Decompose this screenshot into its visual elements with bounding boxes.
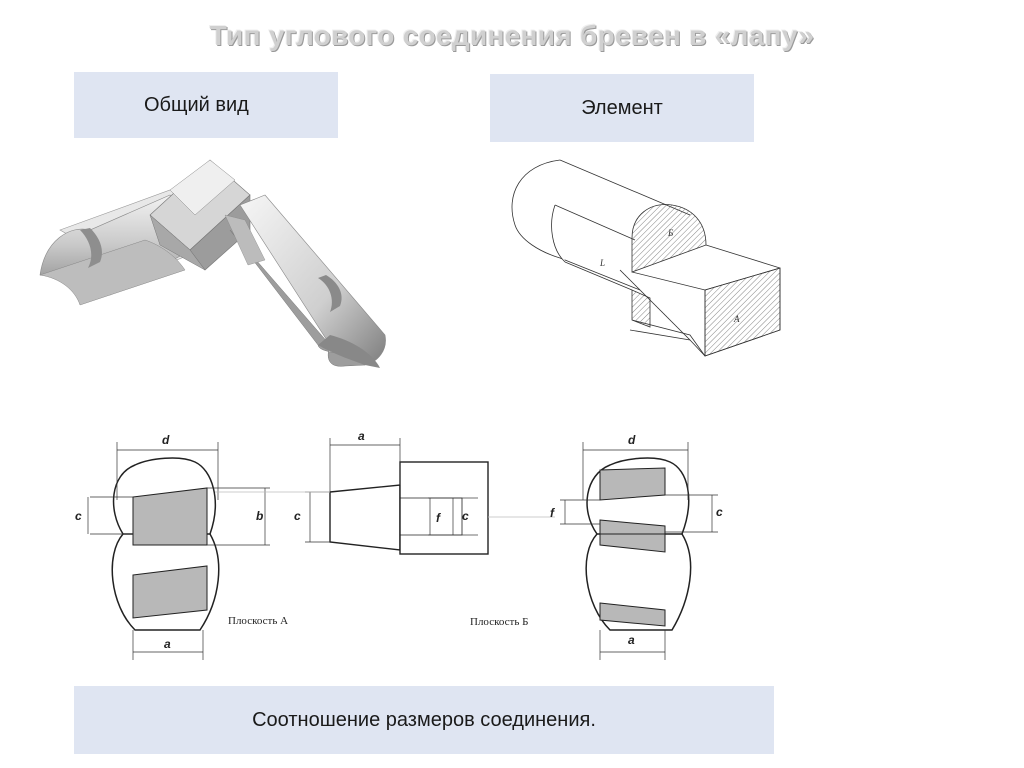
face-b-label: Б: [667, 228, 674, 238]
face-a-label: A: [733, 314, 740, 324]
dim-a-label-b: a: [628, 633, 635, 647]
dim-c-label-b: c: [716, 505, 723, 519]
plane-a-dimensions: [87, 442, 270, 660]
dim-a-label-a: a: [164, 637, 171, 651]
dim-d-label-b: d: [628, 433, 636, 447]
length-l-label: L: [599, 258, 605, 268]
general-view-text: Общий вид: [144, 93, 249, 116]
plane-b-dimensions: [560, 442, 718, 660]
page-title: Тип углового соединения бревен в «лапу»: [209, 20, 815, 51]
element-illustration: [511, 159, 781, 357]
dim-c-label-mid: c: [294, 509, 301, 523]
element-text: Элемент: [581, 96, 663, 119]
dim-c-label-mid2: c: [462, 509, 469, 523]
dim-b-label-a: b: [256, 509, 263, 523]
element-label: Элемент: [490, 74, 754, 142]
middle-dimensions: [215, 438, 555, 543]
dim-f-label-mid: f: [436, 511, 441, 525]
dim-c-label-a: c: [75, 509, 82, 523]
ratio-text: Соотношение размеров соединения.: [252, 708, 596, 731]
dim-f-label-b: f: [550, 506, 555, 520]
general-view-label: Общий вид: [74, 72, 338, 138]
plane-a-section: [111, 457, 220, 631]
plane-a-label: Плоскость А: [228, 615, 288, 627]
general-view-illustration: [39, 159, 386, 368]
middle-plan-view: [329, 461, 489, 555]
dim-d-label-a: d: [162, 433, 170, 447]
ratio-label: Соотношение размеров соединения.: [74, 686, 774, 754]
dim-a-label-mid: a: [358, 429, 365, 443]
plane-b-label: Плоскость Б: [470, 616, 528, 628]
plane-b-section: [585, 457, 692, 631]
